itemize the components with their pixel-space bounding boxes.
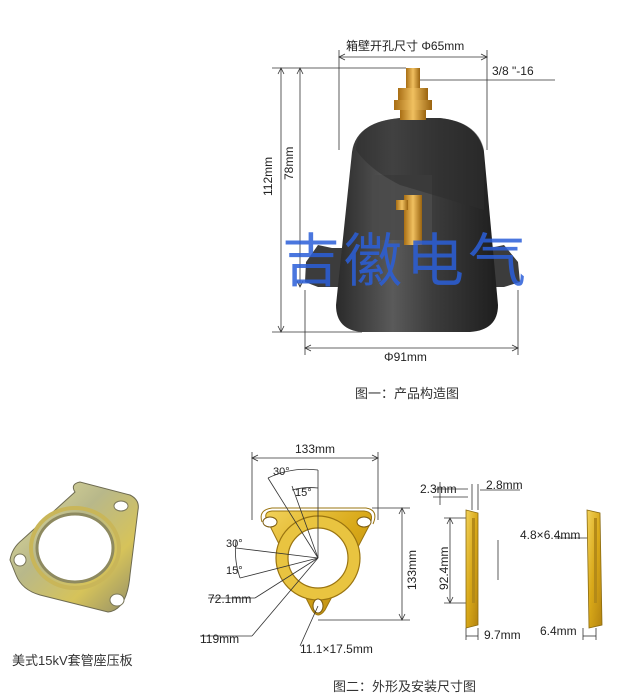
bushing-illustration (305, 68, 520, 332)
watermark-text: 吉徽电气 (282, 227, 531, 295)
dim-hole-diameter: 箱壁开孔尺寸 Φ65mm (346, 39, 465, 53)
dim-base-diameter: Φ91mm (384, 350, 427, 364)
figure2-caption: 图二：外形及安装尺寸图 (333, 679, 477, 694)
dim-radius-72: 72.1mm (208, 592, 252, 606)
dim-thread: 3/8 "-16 (492, 64, 534, 78)
figure1-dimension-lines (272, 50, 555, 355)
dim-92-4: 92.4mm (437, 546, 451, 590)
dim-height-112: 112mm (261, 156, 275, 196)
dim-slot: 11.1×17.5mm (300, 642, 373, 656)
dim-2-8: 2.8mm (486, 478, 523, 492)
plate-side-view-2 (586, 509, 603, 629)
angle-15-left: 15° (226, 565, 243, 577)
dim-4-8x6-4: 4.8×6.4mm (520, 528, 581, 542)
angle-15-top: 15° (295, 487, 312, 499)
dim-119: 119mm (200, 632, 240, 646)
plate-photo (9, 481, 139, 613)
angle-30-left: 30° (226, 538, 243, 550)
dim-height-133: 133mm (405, 549, 419, 590)
plate-side-view-1 (465, 509, 479, 629)
figure2-dimension-lines (200, 452, 597, 647)
photo-caption: 美式15kV套管座压板 (12, 653, 133, 668)
figure1-caption: 图一：产品构造图 (355, 386, 460, 401)
angle-30-top: 30° (273, 466, 290, 478)
dim-6-4: 6.4mm (540, 624, 577, 638)
dim-9-7: 9.7mm (484, 628, 521, 642)
dim-2-3: 2.3mm (420, 482, 457, 496)
dim-width-133: 133mm (295, 442, 336, 456)
dim-height-78: 78mm (282, 146, 296, 180)
